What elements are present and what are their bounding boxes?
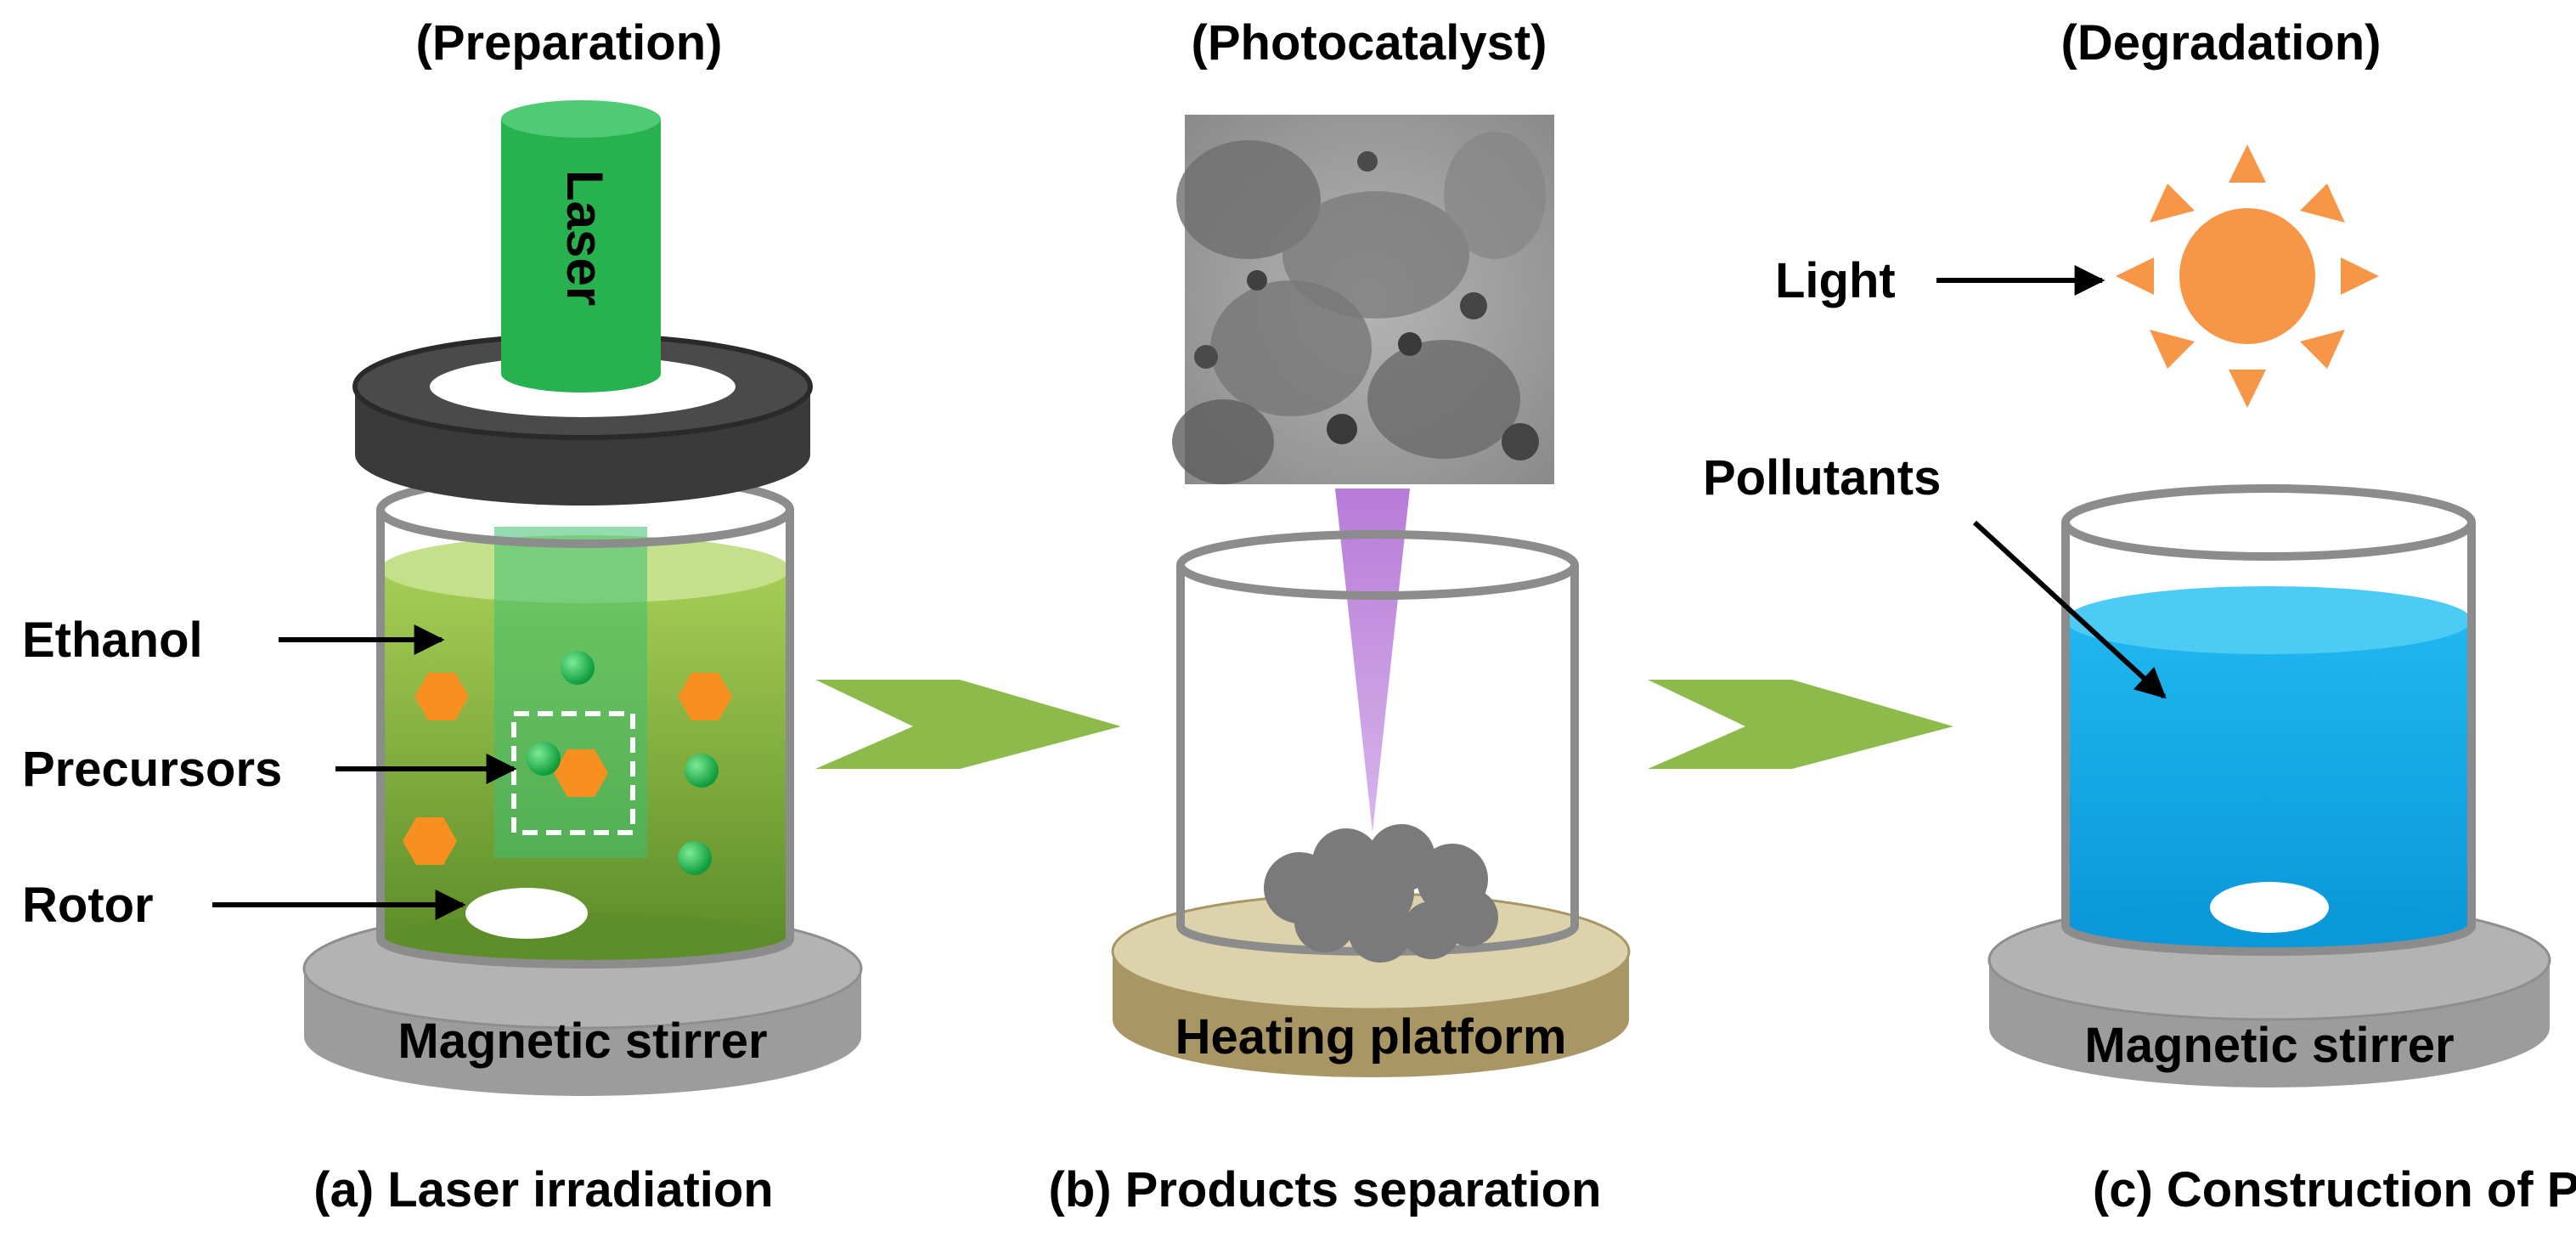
panel-c: (Degradation) Light Magnetic stirrer bbox=[1703, 15, 2576, 1217]
rotor-c bbox=[2210, 882, 2329, 933]
magnetic-stirrer-label-c: Magnetic stirrer bbox=[2084, 1018, 2454, 1073]
laser-label: Laser bbox=[556, 170, 613, 306]
sphere-particle bbox=[527, 742, 561, 776]
hexagon-particle bbox=[414, 673, 469, 720]
beaker-a bbox=[376, 472, 794, 969]
heading-preparation: (Preparation) bbox=[416, 15, 723, 71]
heading-degradation: (Degradation) bbox=[2061, 15, 2382, 71]
caption-construction-of-ps: (c) Construction of PS bbox=[2093, 1162, 2576, 1217]
precursors-label: Precursors bbox=[22, 742, 282, 797]
pollutants-label: Pollutants bbox=[1703, 450, 1941, 506]
rotor-label: Rotor bbox=[22, 878, 154, 933]
sphere-particle bbox=[561, 651, 595, 685]
rotor-a bbox=[465, 888, 588, 939]
caption-products-separation: (b) Products separation bbox=[1049, 1162, 1602, 1217]
tem-image bbox=[1172, 115, 1554, 484]
light-label: Light bbox=[1775, 253, 1896, 308]
panel-a: (Preparation) Magnetic stirrer bbox=[22, 15, 863, 1217]
pollutants-arrow bbox=[1972, 520, 2167, 699]
heating-platform: Heating platform bbox=[1111, 892, 1631, 1077]
caption-laser-irradiation: (a) Laser irradiation bbox=[313, 1162, 773, 1217]
laser-device: Laser bbox=[501, 100, 661, 393]
heading-photocatalyst: (Photocatalyst) bbox=[1192, 15, 1547, 71]
hexagon-particle bbox=[678, 673, 732, 720]
photocatalyst-product bbox=[1264, 824, 1498, 963]
panel-b: (Photocatalyst) Heating platform bbox=[1049, 15, 1631, 1217]
process-arrow-1 bbox=[815, 680, 1121, 769]
hexagon-particle bbox=[554, 749, 608, 797]
laser-beam bbox=[494, 527, 647, 858]
hexagon-particle bbox=[403, 817, 457, 865]
ethanol-label: Ethanol bbox=[22, 613, 203, 668]
magnetic-stirrer-label-a: Magnetic stirrer bbox=[397, 1014, 767, 1069]
beaker-c bbox=[2061, 484, 2476, 956]
heating-platform-label: Heating platform bbox=[1175, 1009, 1567, 1065]
separation-beam bbox=[1335, 489, 1410, 833]
sphere-particle bbox=[678, 841, 712, 875]
precursor-particles bbox=[403, 651, 732, 875]
sphere-particle bbox=[685, 754, 719, 788]
sun-icon bbox=[2116, 144, 2379, 408]
process-arrow-2 bbox=[1648, 680, 1953, 769]
